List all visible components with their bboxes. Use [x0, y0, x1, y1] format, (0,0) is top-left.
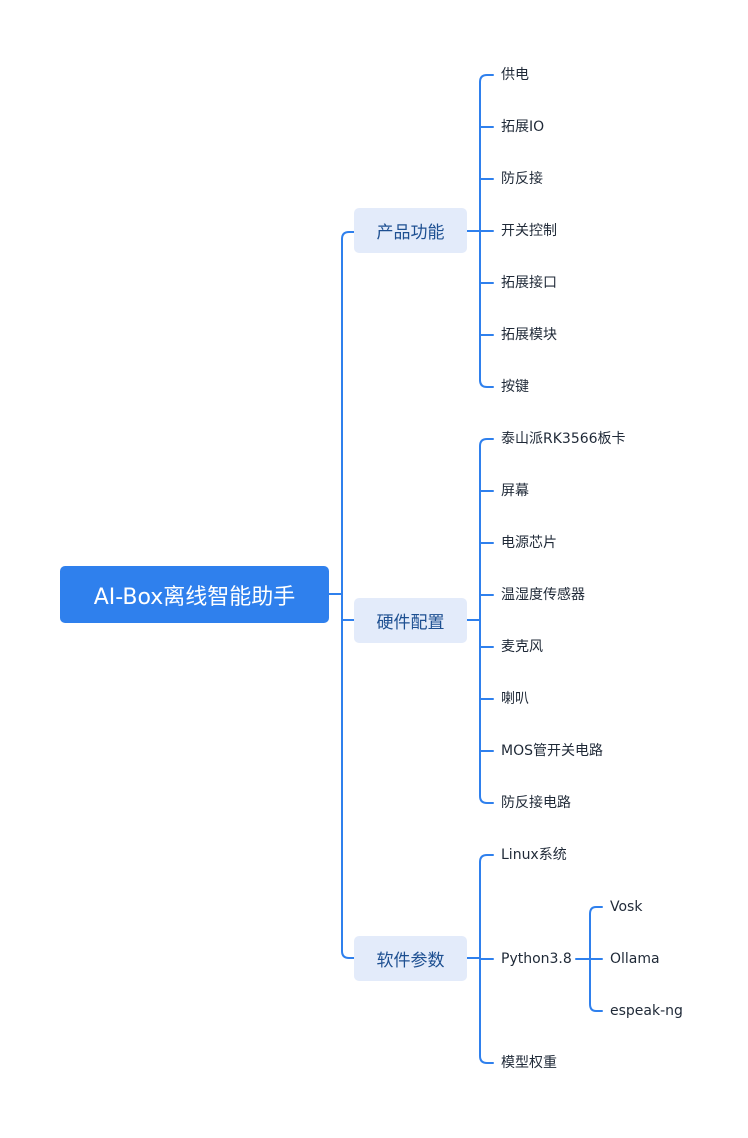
leaf-node-board[interactable]: 泰山派RK3566板卡 [501, 431, 626, 447]
leaf-node-microphone[interactable]: 麦克风 [501, 639, 543, 655]
leaf-node-power-chip[interactable]: 电源芯片 [501, 535, 557, 551]
leaf-node-expansion-interface[interactable]: 拓展接口 [501, 275, 557, 291]
branch-node-product-features[interactable]: 产品功能 [354, 208, 467, 253]
leaf-node-espeak-ng[interactable]: espeak-ng [610, 1003, 683, 1019]
leaf-node-speaker[interactable]: 喇叭 [501, 691, 529, 707]
leaf-node-ollama[interactable]: Ollama [610, 951, 660, 967]
connector-branch-3 [466, 854, 494, 1064]
leaf-node-mos-switch-circuit[interactable]: MOS管开关电路 [501, 743, 603, 759]
root-node[interactable]: AI-Box离线智能助手 [60, 566, 329, 623]
connector-branch-1 [466, 74, 494, 388]
leaf-node-vosk[interactable]: Vosk [610, 899, 643, 915]
leaf-node-reverse-protection[interactable]: 防反接 [501, 171, 543, 187]
leaf-node-expansion-module[interactable]: 拓展模块 [501, 327, 557, 343]
leaf-node-screen[interactable]: 屏幕 [501, 483, 529, 499]
leaf-node-model-weights[interactable]: 模型权重 [501, 1055, 557, 1071]
connector-python [575, 906, 603, 1012]
leaf-node-expansion-io[interactable]: 拓展IO [501, 119, 545, 135]
leaf-node-reverse-protection-circuit[interactable]: 防反接电路 [501, 795, 571, 811]
leaf-node-power-supply[interactable]: 供电 [501, 67, 529, 83]
connector-root-trunk [328, 231, 355, 959]
leaf-node-python[interactable]: Python3.8 [501, 951, 572, 967]
branch-node-hardware-config[interactable]: 硬件配置 [354, 598, 467, 643]
leaf-node-switch-control[interactable]: 开关控制 [501, 223, 557, 239]
branch-node-software-params[interactable]: 软件参数 [354, 936, 467, 981]
leaf-node-buttons[interactable]: 按键 [501, 379, 529, 395]
leaf-node-linux-system[interactable]: Linux系统 [501, 847, 567, 863]
connector-branch-2 [466, 438, 494, 804]
leaf-node-temp-humidity-sensor[interactable]: 温湿度传感器 [501, 587, 585, 603]
